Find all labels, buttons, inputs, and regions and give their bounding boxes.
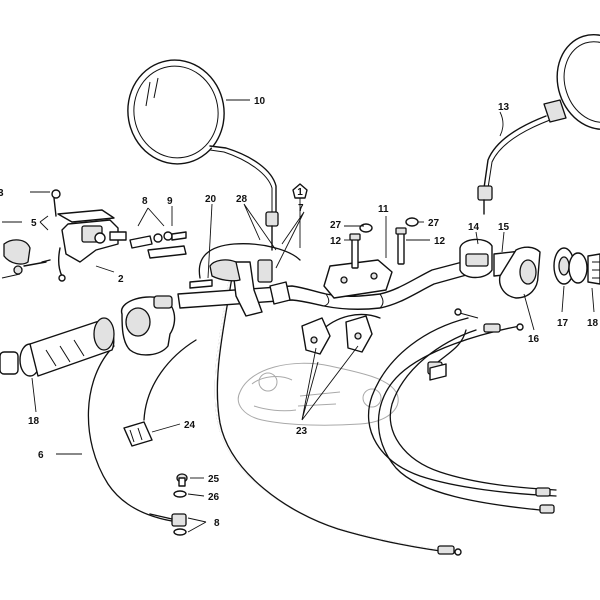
callout-2: 2 — [118, 274, 124, 285]
right-grip-assembly — [459, 238, 600, 299]
center-clamp — [301, 217, 447, 381]
callout-11: 11 — [378, 204, 389, 215]
cables — [87, 243, 557, 554]
callout-labels: 1 2 3 5 6 7 8 8 9 10 11 12 12 13 14 15 1… — [0, 96, 599, 529]
callout-13: 13 — [498, 102, 510, 113]
callout-12-right: 12 — [434, 236, 446, 247]
callout-5: 5 — [31, 218, 37, 229]
callout-24: 24 — [184, 420, 196, 431]
master-cylinder — [3, 189, 187, 282]
left-mirror — [127, 59, 279, 251]
callout-23: 23 — [296, 426, 308, 437]
callout-1: 1 — [297, 187, 303, 198]
lower-left-parts — [123, 421, 188, 536]
callout-3: 3 — [0, 188, 4, 199]
triple-clamp-outline — [237, 362, 399, 426]
callout-27-left: 27 — [330, 220, 342, 231]
callout-18-right: 18 — [587, 318, 599, 329]
left-grip-assembly — [0, 259, 291, 377]
callout-9: 9 — [167, 196, 173, 207]
callout-27-right: 27 — [428, 218, 440, 229]
right-mirror — [477, 34, 600, 215]
callout-8-top: 8 — [142, 196, 148, 207]
callout-15: 15 — [498, 222, 510, 233]
callout-18-left: 18 — [28, 416, 40, 427]
callout-10: 10 — [254, 96, 266, 107]
callout-7: 7 — [298, 203, 304, 214]
callout-28: 28 — [236, 194, 248, 205]
callout-12-left: 12 — [330, 236, 342, 247]
callout-17: 17 — [557, 318, 569, 329]
callout-8-bottom: 8 — [214, 518, 220, 529]
callout-25: 25 — [208, 474, 220, 485]
callout-6: 6 — [38, 450, 44, 461]
callout-20: 20 — [205, 194, 217, 205]
callout-14: 14 — [468, 222, 480, 233]
callout-16: 16 — [528, 334, 540, 345]
leader-lines — [1, 99, 595, 533]
callout-26: 26 — [208, 492, 220, 503]
